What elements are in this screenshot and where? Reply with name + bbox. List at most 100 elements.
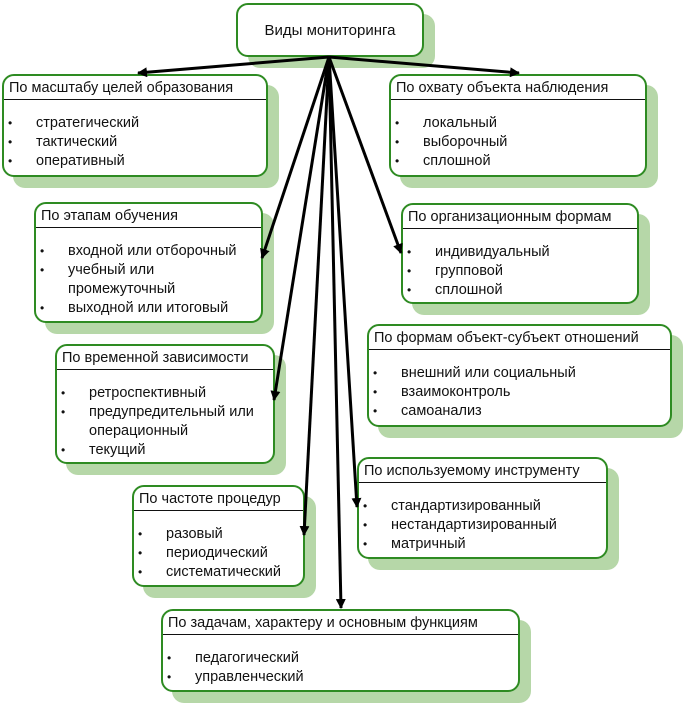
bullet-icon: • <box>407 264 412 278</box>
category-item-list: • ретроспективный • предупредительный или о… <box>57 370 273 460</box>
category-item-label: сплошной <box>435 282 503 298</box>
category-title: По задачам, характеру и основным функция… <box>163 611 518 635</box>
category-box-frequency: По частоте процедур • разовый •периодически… <box>132 485 305 587</box>
arrow-to-scale <box>137 55 330 78</box>
category-item: • нестандартизированный <box>359 516 602 535</box>
bullet-icon: • <box>167 670 172 684</box>
arrow-to-frequency <box>299 56 331 536</box>
category-item: • матричный <box>359 535 602 554</box>
category-box-object-subject: По формам объект-субъект отношений •внешн… <box>367 324 672 427</box>
category-item-list: •разовый•периодический•систематический <box>134 511 303 582</box>
bullet-icon: • <box>373 366 378 380</box>
root-label: Виды мониторинга <box>264 21 396 39</box>
category-item-label: локальный <box>423 115 497 131</box>
category-item-label: стандартизированный <box>391 498 541 514</box>
category-item-list: •внешний или социальный•взаимоконтроль•с… <box>369 350 670 421</box>
category-item-list: •входной или отборочный•учебный или пром… <box>36 228 261 318</box>
bullet-icon: • <box>40 301 45 315</box>
bullet-icon: • <box>373 404 378 418</box>
category-item-label: матричный <box>391 536 466 552</box>
category-box-time: По временной зависимости•ретроспективный… <box>55 344 275 464</box>
category-item-label: ретроспективный <box>89 385 207 401</box>
category-item: • оперативный <box>4 152 262 171</box>
category-item-label: систематический <box>166 564 282 580</box>
category-item: • систематический <box>134 563 299 582</box>
category-item-label: предупредительный или операционный <box>89 404 254 439</box>
bullet-icon: • <box>395 116 400 130</box>
arrow-to-instrument <box>327 56 362 508</box>
arrow-to-coverage <box>328 55 520 78</box>
category-box-tasks: По задачам, характеру и основным функция… <box>161 609 520 692</box>
bullet-icon: • <box>363 518 368 532</box>
category-item: •сплошной <box>391 152 641 171</box>
category-item: • самоанализ <box>369 402 666 421</box>
bullet-icon: • <box>138 527 143 541</box>
category-title: По масштабу целей образования <box>4 76 266 100</box>
category-item-label: стратегический <box>36 115 140 131</box>
category-item: • тактический <box>4 133 262 152</box>
category-item: • учебный или промежуточный <box>36 261 218 299</box>
category-item: • стратегический <box>4 114 262 133</box>
category-title: По частоте процедур <box>134 487 303 511</box>
category-item: • выборочный <box>391 133 641 152</box>
category-item-label: самоанализ <box>401 403 482 419</box>
category-item: •групповой <box>403 262 633 281</box>
category-item: • взаимоконтроль <box>369 383 666 402</box>
category-item: • ретроспективный <box>57 384 269 403</box>
bullet-icon: • <box>167 651 172 665</box>
category-box-org-forms: По организационным формам • индивидуальный… <box>401 203 639 304</box>
arrow-to-stages <box>260 56 331 259</box>
bullet-icon: • <box>61 443 66 457</box>
category-box-scale: По масштабу целей образования • стратегиче… <box>2 74 268 177</box>
category-item-list: • стандартизированный • нестандартизированн… <box>359 483 606 554</box>
category-item-label: управленческий <box>195 669 304 685</box>
category-item-label: выходной или итоговый <box>68 300 229 316</box>
category-item: • локальный <box>391 114 641 133</box>
bullet-icon: • <box>373 385 378 399</box>
bullet-icon: • <box>61 386 66 400</box>
bullet-icon: • <box>407 245 412 259</box>
bullet-icon: • <box>61 405 66 419</box>
category-item: • предупредительный или операционный <box>57 403 269 441</box>
category-item-list: •индивидуальный•групповой•сплошной <box>403 229 637 300</box>
category-item-label: взаимоконтроль <box>401 384 511 400</box>
category-item: • выходной или итоговый <box>36 299 257 318</box>
arrow-to-org-forms <box>327 56 403 254</box>
category-box-instrument: По используемому инструменту • стандартизи… <box>357 457 608 559</box>
category-item-label: текущий <box>89 442 146 458</box>
bullet-icon: • <box>395 154 400 168</box>
bullet-icon: • <box>138 546 143 560</box>
category-title: По формам объект-субъект отношений <box>369 326 670 350</box>
bullet-icon: • <box>138 565 143 579</box>
category-item: •периодический <box>134 544 299 563</box>
bullet-icon: • <box>8 154 13 168</box>
category-item-list: •педагогический•управленческий <box>163 635 518 687</box>
bullet-icon: • <box>363 499 368 513</box>
category-item-label: индивидуальный <box>435 244 550 260</box>
bullet-icon: • <box>8 116 13 130</box>
category-item: • сплошной <box>403 281 633 300</box>
category-item: •входной или отборочный <box>36 242 257 261</box>
bullet-icon: • <box>40 263 45 277</box>
category-box-stages: По этапам обучения•входной или отборочны… <box>34 202 263 323</box>
category-item-label: нестандартизированный <box>391 517 557 533</box>
category-title: По организационным формам <box>403 205 637 229</box>
category-item-label: разовый <box>166 526 223 542</box>
bullet-icon: • <box>407 283 412 297</box>
category-item: •внешний или социальный <box>369 364 666 383</box>
category-item-label: оперативный <box>36 153 125 169</box>
category-item-label: выборочный <box>423 134 508 150</box>
category-title: По используемому инструменту <box>359 459 606 483</box>
bullet-icon: • <box>40 244 45 258</box>
arrow-to-time <box>270 56 331 401</box>
category-item-label: учебный или промежуточный <box>68 262 176 297</box>
bullet-icon: • <box>395 135 400 149</box>
category-item-label: тактический <box>36 134 118 150</box>
bullet-icon: • <box>363 537 368 551</box>
category-title: По охвату объекта наблюдения <box>391 76 645 100</box>
category-item: • стандартизированный <box>359 497 602 516</box>
category-item: • управленческий <box>163 668 514 687</box>
bullet-icon: • <box>8 135 13 149</box>
arrow-to-tasks <box>327 56 346 609</box>
